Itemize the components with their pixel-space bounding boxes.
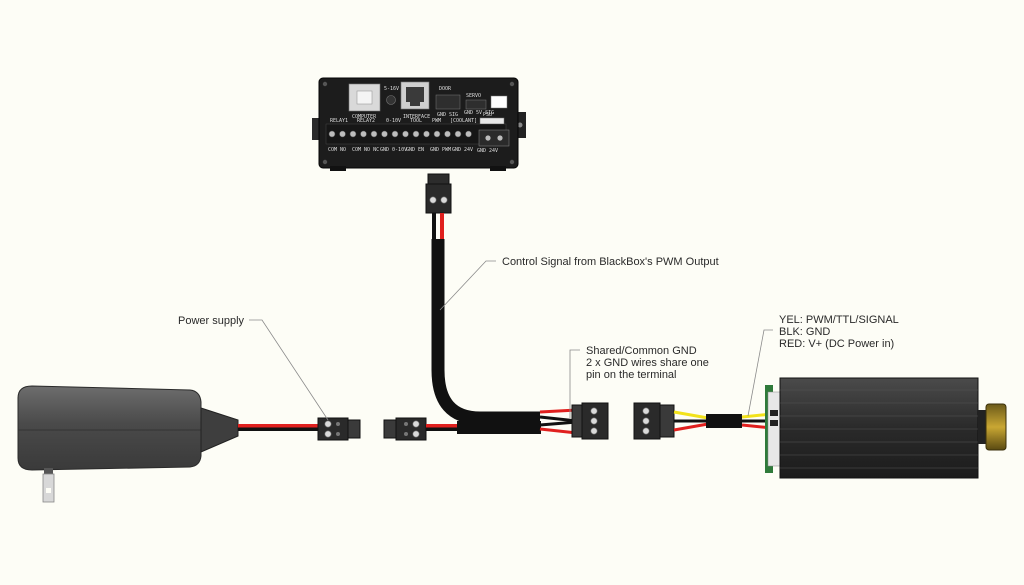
blackbox-terminal-headers: RELAY1 RELAY2 0-10V TOOL PWM [COOLANT]	[330, 118, 477, 124]
terminal-pin-label: COM NO	[328, 147, 346, 153]
psu-port-label: PSU	[483, 112, 492, 118]
power-supply-label: Power supply	[178, 315, 245, 327]
laser-wire-red-label: RED: V+ (DC Power in)	[779, 338, 894, 350]
terminal-screw	[339, 130, 346, 138]
terminal-pin-label: GND 24V	[452, 147, 473, 153]
pwm-cable	[431, 213, 540, 425]
shared-gnd-callout: Shared/Common GND 2 x GND wires share on…	[569, 345, 709, 418]
power-adapter-icon	[17, 385, 239, 503]
terminal-screw	[402, 130, 409, 138]
terminal-header-label: RELAY2	[357, 118, 375, 124]
computer-port-label: COMPUTER	[352, 114, 377, 120]
laser-wire-yellow-label: YEL: PWM/TTL/SIGNAL	[779, 314, 899, 326]
control-signal-label: Control Signal from BlackBox's PWM Outpu…	[502, 256, 719, 268]
terminal-screw	[370, 130, 378, 138]
pwm-connector	[425, 173, 452, 214]
terminal-pin-label: GND PWM	[430, 147, 451, 153]
laser-module-icon	[765, 377, 1007, 479]
door-port-label: DOOR	[439, 86, 452, 92]
terminal-screw	[412, 130, 420, 138]
terminal-screw	[381, 130, 388, 138]
laser-wires-callout: YEL: PWM/TTL/SIGNAL BLK: GND RED: V+ (DC…	[747, 314, 899, 417]
shared-gnd-line-3: pin on the terminal	[586, 369, 677, 381]
laser-wire-black-label: BLK: GND	[779, 326, 830, 338]
terminal-screw	[328, 130, 336, 138]
terminal-screw	[433, 130, 441, 138]
terminal-connector-icon	[383, 417, 427, 441]
terminal-pin-label: GND 0-10V	[380, 147, 407, 153]
control-signal-callout: Control Signal from BlackBox's PWM Outpu…	[439, 256, 719, 311]
adapter-cable	[238, 424, 322, 431]
terminal-header-label: 0-10V	[386, 118, 401, 124]
terminal-pin-label: COM NO NC	[352, 147, 379, 153]
door-pins-label: GND SIG	[437, 112, 458, 118]
terminal-screw	[454, 130, 462, 138]
terminal-header-label: TOOL	[410, 118, 422, 124]
terminal-header-label: PWM	[432, 118, 441, 124]
terminal-pin-label: GND EN	[406, 147, 424, 153]
interface-port-label: INTERFACE	[403, 114, 430, 120]
shared-gnd-line-1: Shared/Common GND	[586, 345, 697, 357]
terminal-screw	[465, 130, 472, 138]
servo-pins-label: GND 5V SIG	[464, 110, 494, 116]
psu-pins-label: GND 24V	[477, 148, 498, 154]
servo-port-label: SERVO	[466, 93, 481, 99]
v5-16-port-label: 5-16V	[384, 86, 399, 92]
shared-gnd-line-2: 2 x GND wires share one	[586, 357, 709, 369]
terminal-screw	[391, 130, 399, 138]
terminal-screw	[349, 130, 357, 138]
terminal-screw	[444, 130, 451, 138]
terminal-connector-icon	[571, 402, 609, 440]
terminal-screw	[360, 130, 367, 138]
terminal-header-label: RELAY1	[330, 118, 348, 124]
terminal-connector-icon	[633, 402, 675, 440]
terminal-connector-icon	[317, 417, 361, 441]
blackbox-controller-icon: COMPUTER 5-16V INTERFACE DOOR GND SIG SE…	[312, 77, 526, 171]
blackbox-terminal-screws	[328, 130, 472, 138]
terminal-header-label: [COOLANT]	[450, 118, 477, 124]
power-supply-callout: Power supply	[178, 315, 329, 421]
harness-cable	[426, 408, 578, 435]
laser-cable	[673, 410, 773, 432]
terminal-screw	[423, 130, 430, 138]
